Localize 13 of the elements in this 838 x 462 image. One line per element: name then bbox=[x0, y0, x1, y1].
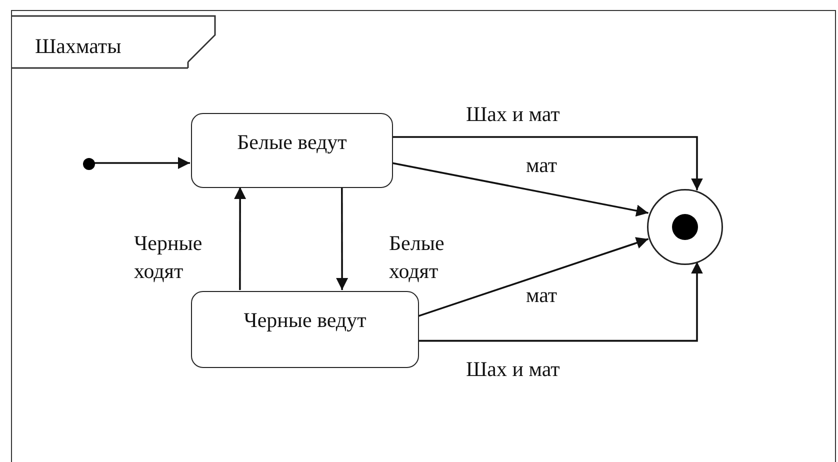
arrow bbox=[417, 236, 648, 317]
arrow bbox=[418, 261, 702, 342]
frame bbox=[11, 10, 836, 462]
state-box: Белые ведут bbox=[191, 113, 393, 188]
frame-title: Шахматы bbox=[35, 34, 122, 59]
final-state-circle bbox=[647, 189, 723, 265]
arrow bbox=[392, 136, 702, 190]
arrow bbox=[94, 156, 190, 168]
arrow bbox=[391, 162, 648, 216]
initial-state-dot bbox=[83, 158, 95, 170]
arrow bbox=[234, 186, 246, 290]
state-box: Черные ведут bbox=[191, 291, 419, 368]
arrow bbox=[336, 186, 348, 290]
